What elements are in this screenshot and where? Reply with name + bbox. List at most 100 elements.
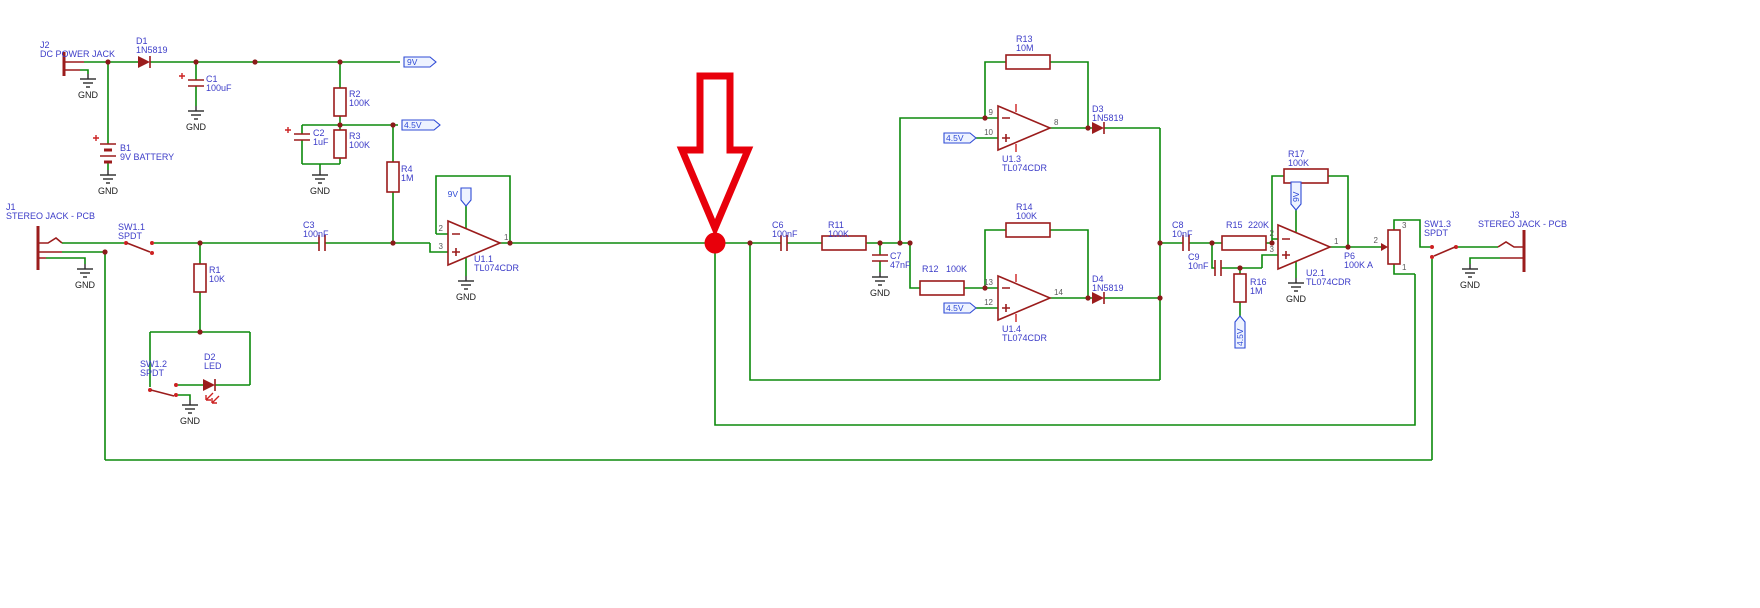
connector-J2: J2 DC POWER JACK <box>40 40 115 76</box>
opamp-U1-4: 13 12 14 U1.4 TL074CDR <box>984 274 1063 343</box>
connector-J1: J1 STEREO JACK - PCB <box>6 202 95 270</box>
U1-4-value: TL074CDR <box>1002 333 1048 343</box>
D4-ref: D4 <box>1092 274 1104 284</box>
P6-pin-top: 3 <box>1402 221 1407 230</box>
battery-B1: B1 9V BATTERY <box>93 135 174 164</box>
highlight-dot <box>704 232 726 254</box>
P6-pin-wiper: 2 <box>1374 236 1379 245</box>
U1-3-pin-inv: 9 <box>989 108 994 117</box>
gnd-j2 <box>79 73 97 88</box>
gnd-u1-1 <box>457 275 475 290</box>
R2-value: 100K <box>349 98 370 108</box>
gnd-j3-label: GND <box>1460 280 1481 290</box>
net-flag-45v-u1-3: 4.5V <box>943 132 977 144</box>
net-flag-45v-u1-4: 4.5V <box>943 302 977 314</box>
ground-symbols: GND GND GND GND GND GND GND GND GND GND <box>75 73 1481 426</box>
resistor-R12: R12 100K 100K <box>919 264 967 296</box>
B1-value: 9V BATTERY <box>120 152 174 162</box>
C3-ref: C3 <box>303 220 315 230</box>
R1-value: 10K <box>209 274 225 284</box>
U1-3-value: TL074CDR <box>1002 163 1048 173</box>
R15-value: 220K <box>1248 220 1269 230</box>
U1-3-ref: U1.3 <box>1002 154 1021 164</box>
R3-ref: R3 <box>349 131 361 141</box>
capacitor-C9: C9 10nF <box>1188 252 1222 276</box>
C1-ref: C1 <box>206 74 218 84</box>
J3-value: STEREO JACK - PCB <box>1478 219 1567 229</box>
connector-J3: J3 STEREO JACK - PCB <box>1478 210 1567 272</box>
U1-4-pin-out: 14 <box>1054 288 1063 297</box>
SW1-1-value: SPDT <box>118 231 143 241</box>
C6-value: 100nF <box>772 229 798 239</box>
C9-ref: C9 <box>1188 252 1200 262</box>
J2-value: DC POWER JACK <box>40 49 115 59</box>
net-45v-r16-label: 4.5V <box>1235 328 1245 346</box>
gnd-divider <box>311 169 329 184</box>
SW1-2-ref: SW1.2 <box>140 359 167 369</box>
B1-ref: B1 <box>120 143 131 153</box>
diode-D4: D4 1N5819 <box>1092 274 1124 304</box>
resistor-R2: R2 100K <box>333 87 370 117</box>
J2-ref: J2 <box>40 40 50 50</box>
gnd-b1-label: GND <box>98 186 119 196</box>
resistor-R14: R14 100K <box>1005 202 1051 238</box>
J1-value: STEREO JACK - PCB <box>6 211 95 221</box>
gnd-u2-1 <box>1287 277 1305 292</box>
capacitor-C2: C2 1uF <box>285 127 329 147</box>
C7-value: 47nF <box>890 260 911 270</box>
C8-value: 10nF <box>1172 229 1193 239</box>
net-45v-u1-4-label: 4.5V <box>946 303 964 313</box>
gnd-sw1-2-label: GND <box>180 416 201 426</box>
SW1-2-value: SPDT <box>140 368 165 378</box>
U1-3-pin-out: 8 <box>1054 118 1059 127</box>
C6-ref: C6 <box>772 220 784 230</box>
gnd-j2-label: GND <box>78 90 99 100</box>
U2-1-value: TL074CDR <box>1306 277 1352 287</box>
J3-ref: J3 <box>1510 210 1520 220</box>
led-D2: D2 LED <box>203 352 222 404</box>
resistor-R3: R3 100K <box>333 129 370 159</box>
gnd-sw1-2 <box>181 399 199 414</box>
gnd-u1-1-label: GND <box>456 292 477 302</box>
R12-ref: R12 <box>922 264 939 274</box>
D4-value: 1N5819 <box>1092 283 1124 293</box>
potentiometer-P6: 3 2 1 P6 100K A <box>1344 221 1407 272</box>
gnd-c1-label: GND <box>186 122 207 132</box>
R4-value: 1M <box>401 173 414 183</box>
resistor-R11: R11 100K <box>821 220 867 251</box>
U1-4-pin-inv: 13 <box>984 278 993 287</box>
opamp-U1-1: 2 3 1 U1.1 TL074CDR <box>439 219 520 273</box>
U1-1-pin-out: 1 <box>504 233 509 242</box>
capacitor-C1: C1 100uF <box>179 73 232 93</box>
R4-ref: R4 <box>401 164 413 174</box>
U2-1-ref: U2.1 <box>1306 268 1325 278</box>
D1-value: 1N5819 <box>136 45 168 55</box>
R16-ref: R16 <box>1250 277 1267 287</box>
SW1-1-ref: SW1.1 <box>118 222 145 232</box>
diode-D1: D1 1N5819 <box>136 36 168 68</box>
net-9v-u1-1-label: 9V <box>448 189 459 199</box>
net-flag-9v-u1-1: 9V <box>448 187 472 207</box>
R13-value: 10M <box>1016 43 1034 53</box>
SW1-3-ref: SW1.3 <box>1424 219 1451 229</box>
U1-1-pin-inv: 2 <box>439 224 444 233</box>
R3-value: 100K <box>349 140 370 150</box>
C1-value: 100uF <box>206 83 232 93</box>
R14-value: 100K <box>1016 211 1037 221</box>
resistor-R15: R15 220K <box>1221 220 1269 251</box>
highlight-arrow-icon <box>676 72 754 237</box>
D3-ref: D3 <box>1092 104 1104 114</box>
net-flag-9v-rail: 9V <box>403 56 437 68</box>
gnd-c7 <box>871 271 889 286</box>
R17-value: 100K <box>1288 158 1309 168</box>
capacitor-C3: C3 100nF <box>303 220 329 251</box>
R14-ref: R14 <box>1016 202 1033 212</box>
gnd-j1-label: GND <box>75 280 96 290</box>
R17-ref: R17 <box>1288 149 1305 159</box>
C2-value: 1uF <box>313 137 329 147</box>
net-flag-45v-r16: 4.5V <box>1234 315 1246 349</box>
C9-value: 10nF <box>1188 261 1209 271</box>
gnd-divider-label: GND <box>310 186 331 196</box>
